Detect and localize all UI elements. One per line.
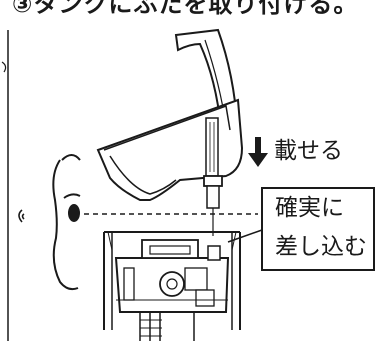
callout-pointer <box>227 229 263 243</box>
place-label: 載せる <box>274 138 343 164</box>
step-header: ③タンクにふたを取り付ける。 <box>12 0 359 18</box>
insert-callout: 確実に 差し込む <box>261 187 375 271</box>
tank-lid-bowl <box>96 98 244 236</box>
tank-mechanism <box>114 239 230 341</box>
callout-line-2: 差し込む <box>275 234 367 260</box>
tank-body <box>103 231 241 330</box>
left-tick-mark <box>1 61 7 73</box>
callout-line-1: 確実に <box>275 195 344 221</box>
down-arrow-icon <box>248 137 268 167</box>
face-illustration <box>18 154 81 291</box>
